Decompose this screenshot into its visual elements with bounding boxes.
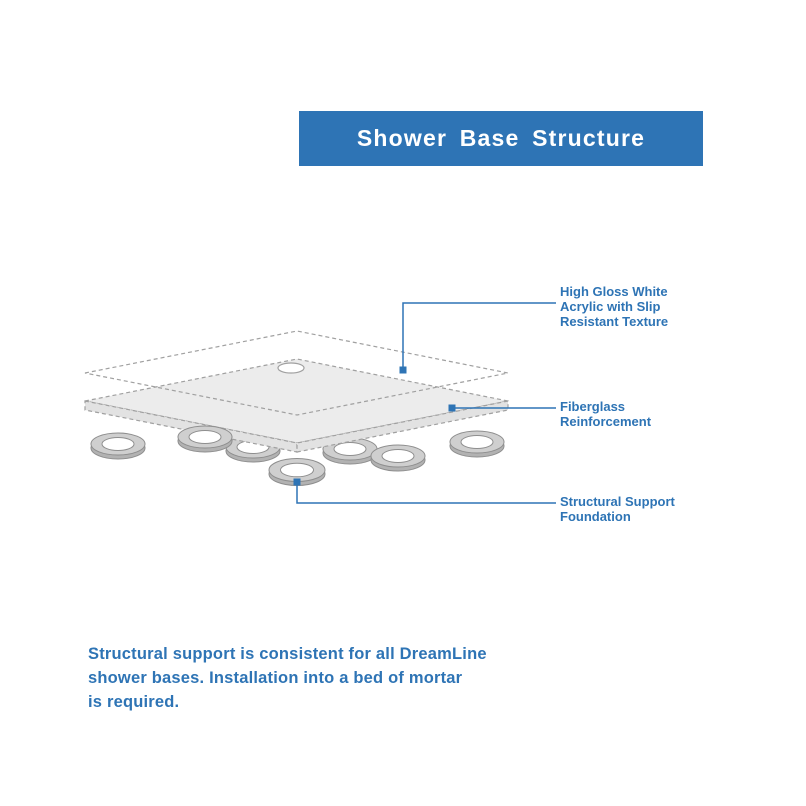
drain-hole — [277, 362, 305, 374]
support-ring — [322, 437, 378, 465]
callout-leader-fiberglass — [448, 404, 556, 412]
support-ring — [90, 432, 146, 460]
text-line: Structural support is consistent for all… — [88, 645, 487, 663]
page-title: Shower Base Structure — [356, 125, 646, 151]
callout-marker — [448, 404, 456, 412]
callout-marker — [293, 478, 301, 486]
title-banner: Shower Base Structure — [299, 111, 703, 166]
callout-leader-acrylic — [399, 302, 556, 374]
footer-note: Structural support is consistent for all… — [88, 642, 487, 714]
text-line: Acrylic with Slip — [560, 299, 661, 314]
text-line: Structural Support — [560, 494, 675, 509]
support-ring — [177, 425, 233, 453]
text-line: Resistant Texture — [560, 314, 669, 329]
callout-label-acrylic: High Gloss White Acrylic with Slip Resis… — [560, 284, 668, 329]
support-ring — [370, 444, 426, 472]
text-line: Foundation — [560, 509, 631, 524]
callout-marker — [399, 366, 407, 374]
support-ring — [268, 458, 326, 486]
text-line: Fiberglass — [560, 399, 626, 414]
text-line: Reinforcement — [560, 414, 652, 429]
support-ring — [449, 430, 505, 458]
callout-leader-foundation — [293, 478, 556, 504]
acrylic-top-layer — [84, 330, 509, 416]
callout-label-fiberglass: Fiberglass Reinforcement — [560, 399, 651, 429]
text-line: is required. — [88, 693, 180, 711]
callout-label-foundation: Structural Support Foundation — [560, 494, 675, 524]
text-line: shower bases. Installation into a bed of… — [88, 669, 463, 687]
fiberglass-layer — [84, 358, 509, 453]
text-line: High Gloss White — [560, 284, 668, 299]
